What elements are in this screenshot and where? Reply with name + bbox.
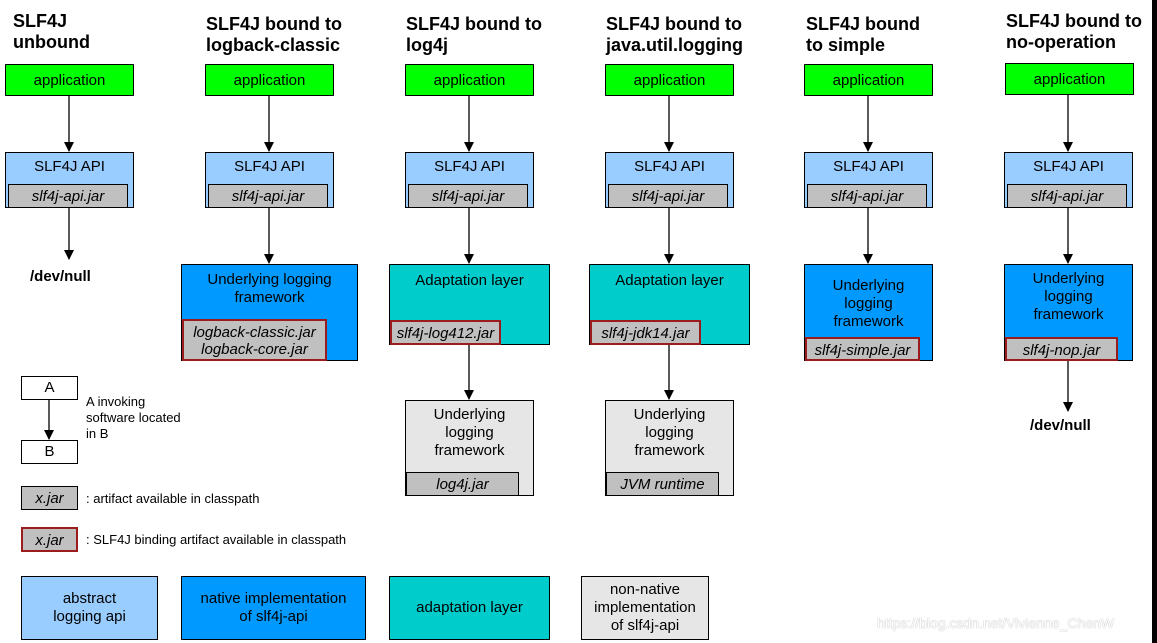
- application-box: application: [1005, 63, 1134, 95]
- column-title-nop: SLF4J bound to no-operation: [1006, 11, 1142, 52]
- slf4j-api-jar: slf4j-api.jar: [8, 184, 128, 208]
- legend-binding-text: : SLF4J binding artifact available in cl…: [86, 532, 347, 547]
- adaptation-layer-label: Adaptation layer: [415, 272, 524, 289]
- native-framework-box: Underlying logging framework logback-cla…: [181, 264, 358, 361]
- slf4j-api-jar: slf4j-api.jar: [608, 184, 728, 208]
- slf4j-api-box: SLF4J API slf4j-api.jar: [1004, 152, 1133, 208]
- native-framework-label: Underlying logging framework: [1032, 270, 1105, 323]
- legend-invoke-text: A invoking software located in B: [86, 394, 181, 441]
- application-box: application: [205, 64, 334, 96]
- legend-native-impl: native implementation of slf4j-api: [181, 576, 366, 640]
- legend-adaptation-layer: adaptation layer: [389, 576, 550, 640]
- application-box: application: [405, 64, 534, 96]
- simple-binding-jar: slf4j-simple.jar: [805, 337, 920, 361]
- underlying-framework-box: Underlying logging framework log4j.jar: [405, 400, 534, 496]
- application-box: application: [804, 64, 933, 96]
- slf4j-api-label: SLF4J API: [833, 158, 904, 175]
- log4j-binding-jar: slf4j-log412.jar: [390, 320, 501, 345]
- log4j-jar: log4j.jar: [406, 472, 519, 496]
- application-box: application: [605, 64, 734, 96]
- slf4j-api-jar: slf4j-api.jar: [408, 184, 528, 208]
- slf4j-api-label: SLF4J API: [34, 158, 105, 175]
- watermark: https://blog.csdn.net/Vivienne_ChenW: [877, 615, 1115, 631]
- slf4j-api-box: SLF4J API slf4j-api.jar: [205, 152, 334, 208]
- underlying-framework-label: Underlying logging framework: [633, 406, 706, 459]
- column-title-simple: SLF4J bound to simple: [806, 14, 920, 55]
- legend-binding-jar-sample: x.jar: [21, 527, 78, 552]
- adaptation-layer-box: Adaptation layer slf4j-log412.jar: [389, 264, 550, 345]
- legend-jar-text: : artifact available in classpath: [86, 491, 260, 506]
- slf4j-api-box: SLF4J API slf4j-api.jar: [804, 152, 933, 208]
- column-title-unbound: SLF4J unbound: [13, 11, 90, 52]
- column-title-logback: SLF4J bound to logback-classic: [206, 14, 342, 55]
- dev-null-label: /dev/null: [30, 268, 91, 285]
- slf4j-api-jar: slf4j-api.jar: [807, 184, 927, 208]
- slf4j-api-label: SLF4J API: [434, 158, 505, 175]
- legend-box-a: A: [21, 376, 78, 400]
- native-framework-box: Underlying logging framework slf4j-nop.j…: [1004, 264, 1133, 361]
- slf4j-api-box: SLF4J API slf4j-api.jar: [405, 152, 534, 208]
- adaptation-layer-box: Adaptation layer slf4j-jdk14.jar: [589, 264, 750, 345]
- slf4j-api-box: SLF4J API slf4j-api.jar: [5, 152, 134, 208]
- slf4j-api-label: SLF4J API: [234, 158, 305, 175]
- slf4j-api-label: SLF4J API: [1033, 158, 1104, 175]
- legend-jar-sample: x.jar: [21, 486, 78, 510]
- native-framework-label: Underlying logging framework: [207, 271, 332, 306]
- adaptation-layer-label: Adaptation layer: [615, 272, 724, 289]
- legend-abstract-api: abstract logging api: [21, 576, 158, 640]
- slf4j-api-jar: slf4j-api.jar: [208, 184, 328, 208]
- legend-box-b: B: [21, 440, 78, 464]
- column-title-jul: SLF4J bound to java.util.logging: [606, 14, 744, 55]
- slf4j-api-box: SLF4J API slf4j-api.jar: [605, 152, 734, 208]
- slf4j-api-label: SLF4J API: [634, 158, 705, 175]
- underlying-framework-label: Underlying logging framework: [433, 406, 506, 459]
- native-framework-box: Underlying logging framework slf4j-simpl…: [804, 264, 933, 361]
- jvm-runtime-jar: JVM runtime: [606, 472, 719, 496]
- slf4j-api-jar: slf4j-api.jar: [1007, 184, 1127, 208]
- underlying-framework-box: Underlying logging framework JVM runtime: [605, 400, 734, 496]
- column-title-log4j: SLF4J bound to log4j: [406, 14, 542, 55]
- logback-binding-jar: logback-classic.jar logback-core.jar: [182, 319, 327, 361]
- application-box: application: [5, 64, 134, 96]
- legend-nonnative-impl: non-native implementation of slf4j-api: [581, 576, 709, 640]
- nop-binding-jar: slf4j-nop.jar: [1005, 337, 1118, 361]
- jdk14-binding-jar: slf4j-jdk14.jar: [590, 320, 701, 345]
- dev-null-label: /dev/null: [1030, 417, 1091, 434]
- native-framework-label: Underlying logging framework: [832, 277, 905, 330]
